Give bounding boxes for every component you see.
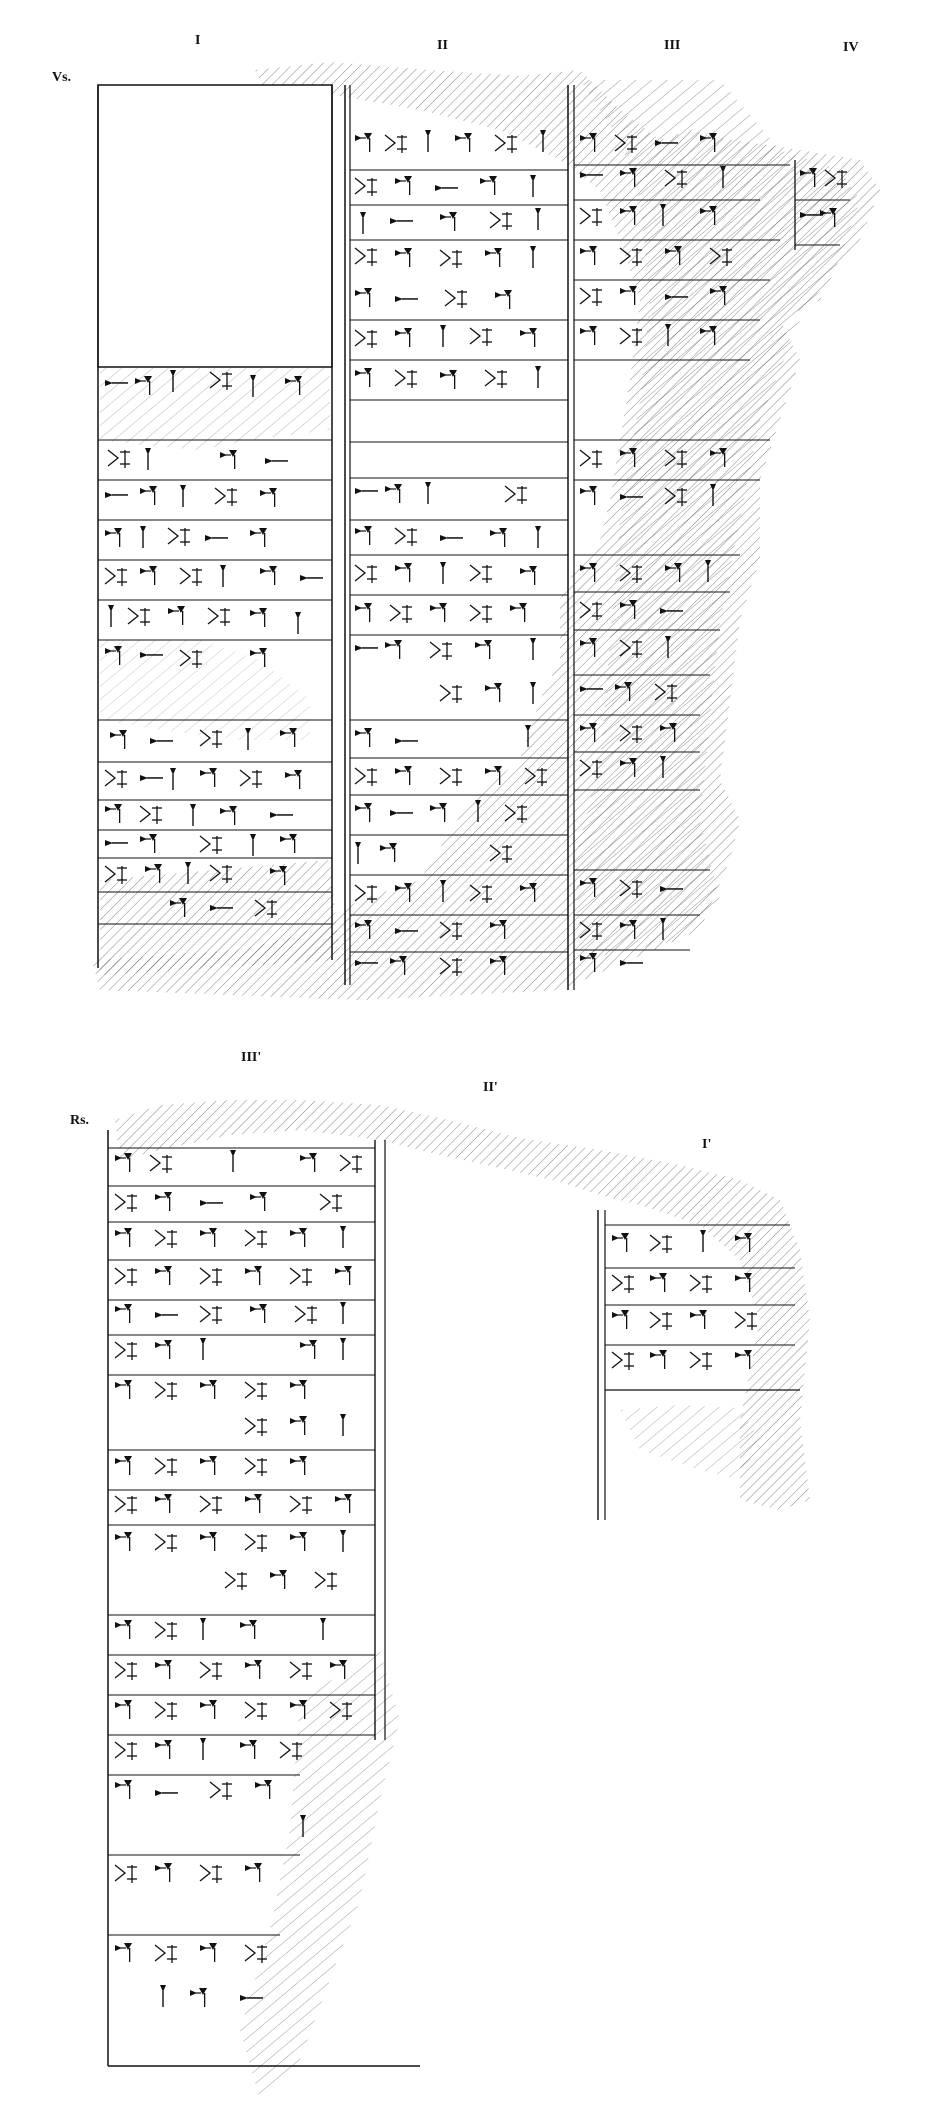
obverse-damage-bottom <box>100 860 340 975</box>
reverse-damage-right <box>240 1650 400 2100</box>
reverse-fragment <box>107 1100 810 2100</box>
obverse-column-label-i: I <box>195 33 201 48</box>
reverse-column-label-ii-prime: II' <box>483 1080 498 1095</box>
obverse-column-label-ii: II <box>437 38 448 53</box>
obverse-side-label: Vs. <box>52 70 72 85</box>
reverse-column-label-i-prime: I' <box>702 1137 712 1152</box>
obverse-fragment <box>92 62 880 1000</box>
reverse-damage-top <box>115 1100 810 1510</box>
reverse-side-label: Rs. <box>70 1113 90 1128</box>
obverse-column-label-iii: III <box>664 38 681 53</box>
obverse-column-label-iv: IV <box>843 40 859 55</box>
reverse-damage-small <box>620 1405 760 1480</box>
obverse-damage-left <box>100 360 330 450</box>
obverse-damage-right-column <box>575 80 860 960</box>
obverse-blank-area <box>97 84 333 368</box>
obverse-damage-middle-left <box>100 640 310 740</box>
reverse-column-label-iii-prime: III' <box>241 1050 262 1065</box>
